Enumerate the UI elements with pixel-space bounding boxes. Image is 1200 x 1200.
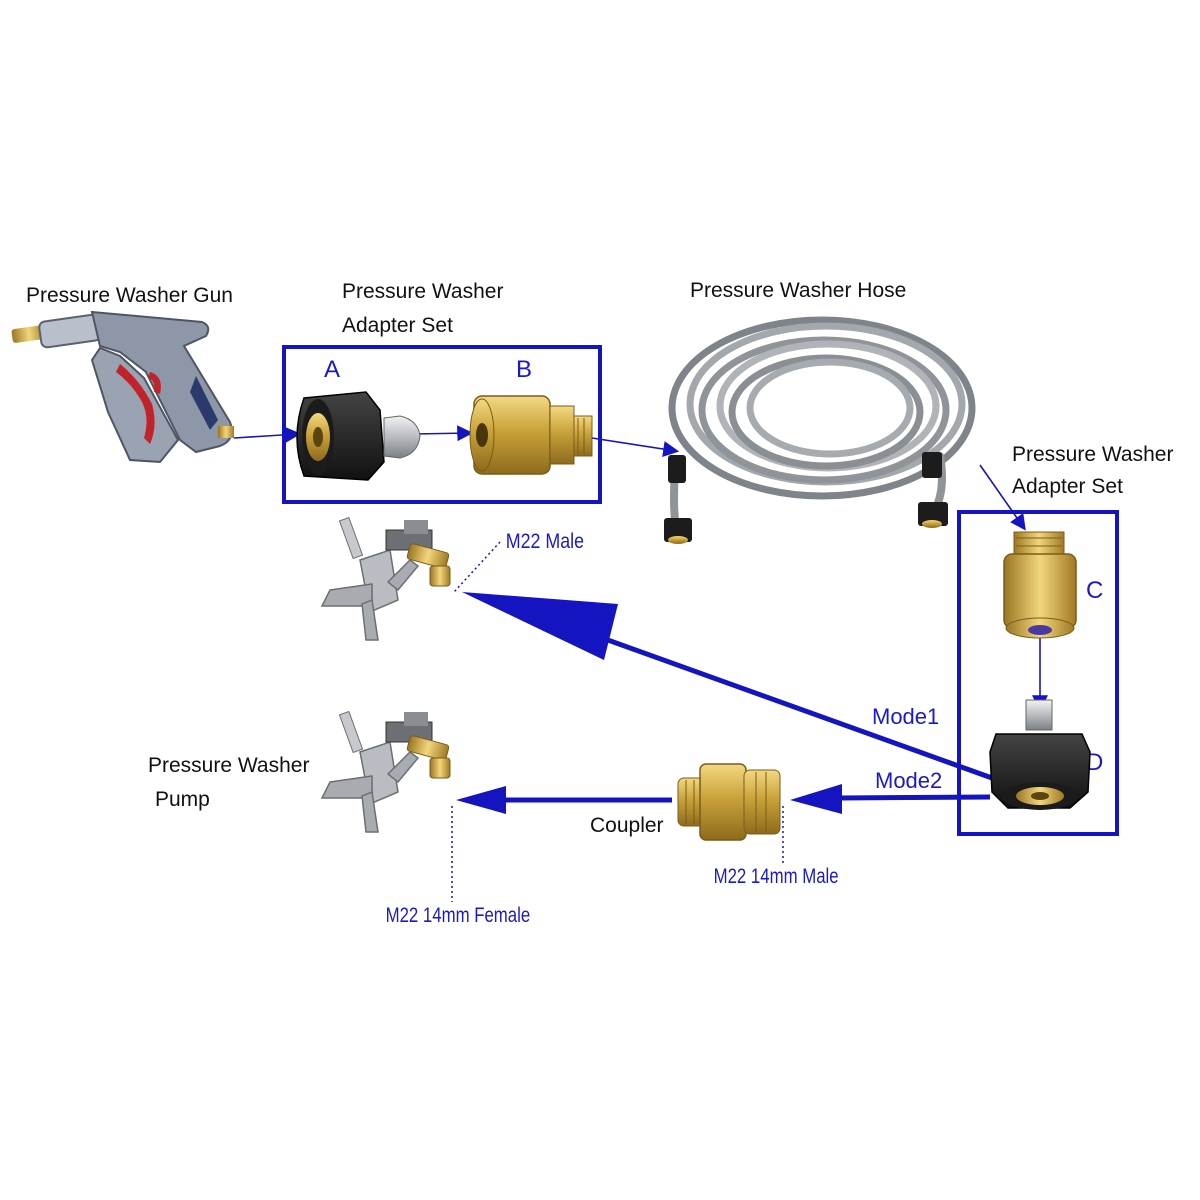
letter-b: B [516, 356, 532, 383]
spray-gun-icon [11, 310, 234, 464]
gun-to-adapter-a-arrow [233, 426, 302, 443]
pump-label-line1: Pressure Washer [148, 754, 309, 777]
coupler-icon [677, 763, 781, 841]
mode2-arrow [790, 784, 991, 814]
coupler-label: Coupler [590, 814, 664, 837]
adapter-set-top-frame [282, 345, 602, 504]
letter-a: A [324, 356, 340, 383]
pump-icon-upper [320, 516, 451, 641]
gun-label: Pressure Washer Gun [26, 284, 233, 307]
adapter-set-right-frame [957, 510, 1119, 836]
coupler-to-pump-arrow [456, 786, 672, 814]
m22-14mm-male-label: M22 14mm Male [714, 865, 839, 888]
adapter-set-top-label-line1: Pressure Washer [342, 280, 503, 303]
m22-14mm-female-label: M22 14mm Female [386, 904, 531, 927]
adapter-set-right-label-line1: Pressure Washer [1012, 443, 1173, 466]
m22-male-label: M22 Male [506, 530, 584, 554]
mode1-arrow [462, 592, 993, 781]
adapter-set-right-label-line2: Adapter Set [1012, 475, 1123, 498]
female-adapter-vertical-icon [989, 699, 1091, 810]
quick-connect-icon [469, 395, 593, 475]
adapter-a-to-b-arrow [413, 425, 474, 442]
pump-icon-lower [320, 710, 451, 833]
hose-coil-icon [664, 316, 976, 544]
label-to-adapter-c-pointer [979, 464, 1026, 531]
pump-label-line2: Pump [155, 788, 210, 811]
quick-connect-vertical-icon [1003, 531, 1077, 639]
female-adapter-icon [296, 391, 421, 481]
letter-c: C [1086, 577, 1103, 604]
m22-male-leader [453, 541, 501, 593]
mode2-label: Mode2 [875, 768, 942, 793]
adapter-b-to-hose-arrow [591, 437, 680, 457]
hose-label: Pressure Washer Hose [690, 279, 906, 302]
mode1-label: Mode1 [872, 704, 939, 729]
adapter-set-top-label-line2: Adapter Set [342, 314, 453, 337]
